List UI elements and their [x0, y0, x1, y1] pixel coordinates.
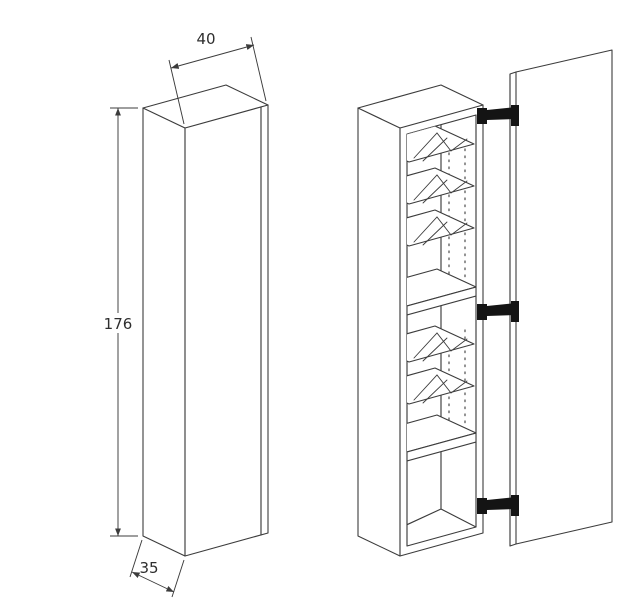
open-cabinet-view: [357, 49, 613, 557]
cabinet-interior: [407, 115, 476, 528]
glass-shelf: [407, 367, 475, 405]
hinge-arm: [487, 497, 516, 510]
hinge-door-plate: [511, 495, 519, 516]
depth-extension-lines: [129, 539, 185, 598]
glass-shelf: [407, 209, 475, 247]
fixed-shelf: [407, 414, 476, 462]
closed-cabinet-body: [142, 84, 269, 557]
hinge-middle: [477, 301, 519, 322]
width-dimension: 40: [168, 30, 267, 125]
open-cabinet-top-edges: [357, 104, 484, 557]
hinge-carcass-plate: [477, 498, 487, 514]
hinge-bottom: [477, 495, 519, 516]
height-dimension-label: 176: [104, 315, 133, 333]
depth-dimension: 35: [129, 539, 185, 598]
glass-shelf-hatch: [413, 132, 468, 162]
width-dimension-line: [170, 44, 255, 69]
door-panel: [515, 49, 613, 545]
depth-dimension-line: [131, 571, 175, 593]
depth-dimension-label: 35: [139, 559, 158, 577]
glass-shelf: [407, 325, 475, 363]
closed-cabinet-view: [142, 84, 269, 557]
closed-cabinet-top-edges: [142, 104, 269, 557]
width-dimension-label: 40: [196, 30, 215, 48]
glass-shelf-hatch: [413, 374, 468, 404]
hinge-door-plate: [511, 301, 519, 322]
glass-shelf-hatch: [413, 174, 468, 204]
hinge-door-plate: [511, 105, 519, 126]
hinge-carcass-plate: [477, 108, 487, 124]
hinge-carcass-plate: [477, 304, 487, 320]
open-door: [509, 49, 613, 547]
glass-shelf-hatch: [413, 332, 468, 362]
glass-shelf: [407, 167, 475, 205]
hinge-arm: [487, 303, 516, 316]
glass-shelf-hatch: [413, 216, 468, 246]
hinge-arm: [487, 107, 516, 120]
fixed-shelf-front: [407, 432, 476, 462]
height-extension-lines: [110, 107, 138, 537]
height-label-mask: [101, 313, 135, 333]
height-dimension: 176: [101, 107, 138, 537]
hinge-top: [477, 105, 519, 126]
fixed-shelf: [407, 268, 476, 316]
fixed-shelf-front: [407, 286, 476, 316]
